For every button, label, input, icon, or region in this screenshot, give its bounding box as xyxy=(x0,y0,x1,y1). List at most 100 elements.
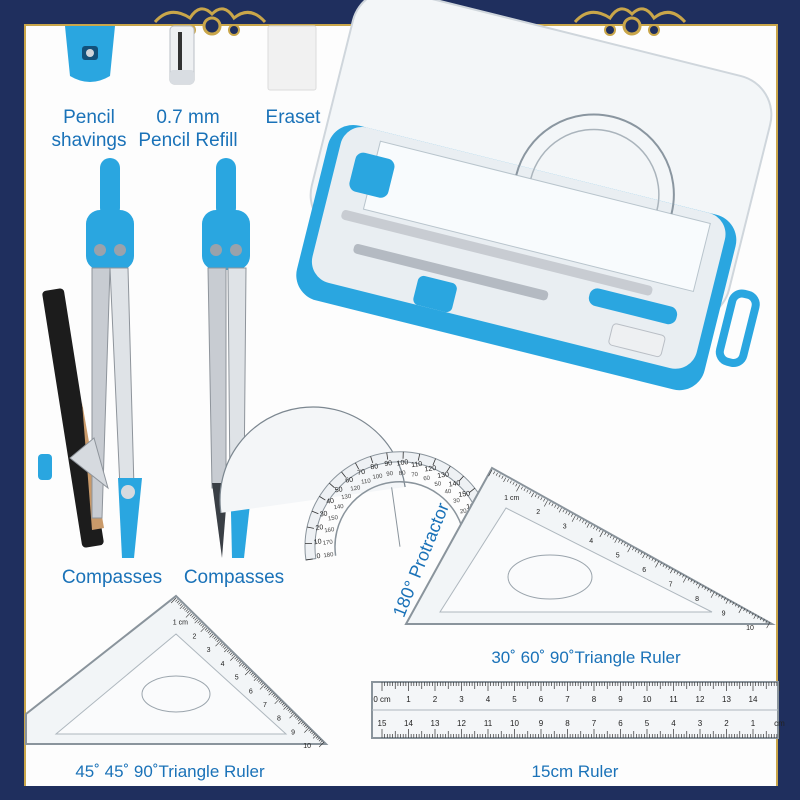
protractor-number: 100 xyxy=(396,459,409,468)
triangle-tick xyxy=(593,526,596,530)
protractor-tick xyxy=(329,482,335,489)
triangle-tick xyxy=(221,643,224,647)
ruler-number: 13 xyxy=(431,719,440,728)
triangle-tick xyxy=(243,665,246,669)
triangle-tick xyxy=(509,480,512,484)
ruler-number: 12 xyxy=(696,695,705,704)
triangle-tick xyxy=(249,671,252,674)
triangle-tick xyxy=(231,653,234,657)
triangle-tick xyxy=(300,721,304,725)
triangle-tick xyxy=(200,623,203,627)
protractor-number: 50 xyxy=(334,486,343,494)
triangle-tick xyxy=(296,717,300,720)
triangle-tick xyxy=(743,608,746,612)
triangle-number: 1 cm xyxy=(173,620,188,627)
triangle-tick xyxy=(182,606,186,609)
triangle-tick xyxy=(543,498,546,502)
ruler-number: 9 xyxy=(618,695,623,704)
pencil-refill-line1: 0.7 mm xyxy=(156,107,220,128)
triangle-tick xyxy=(187,610,190,614)
triangle-tick xyxy=(604,532,607,536)
triangle-number: 10 xyxy=(303,743,311,750)
triangle-tick xyxy=(582,520,585,523)
triangle-number: 10 xyxy=(746,625,754,632)
triangle-tick xyxy=(290,711,294,715)
protractor-number: 120 xyxy=(424,465,437,474)
triangle-tick xyxy=(676,571,679,575)
triangle-number: 5 xyxy=(616,553,620,560)
eraser-image xyxy=(267,25,317,91)
triangle-tick xyxy=(224,646,227,650)
triangle-tick xyxy=(682,576,687,583)
protractor-number: 40 xyxy=(444,489,452,496)
triangle-tick xyxy=(204,628,208,631)
triangle-tick xyxy=(520,486,523,490)
triangle-tick xyxy=(762,618,765,622)
triangle-tick xyxy=(701,585,704,589)
eraset-label: Eraset xyxy=(265,107,321,128)
triangle-tick xyxy=(229,652,233,656)
triangle-tick xyxy=(554,504,557,508)
protractor-number: 0 xyxy=(316,553,321,560)
ruler-number: 2 xyxy=(433,695,438,704)
protractor-number: 70 xyxy=(411,472,419,479)
ruler-15cm-label: 15cm Ruler xyxy=(531,762,619,781)
triangle-number: 9 xyxy=(291,729,295,736)
ruler-number: 13 xyxy=(722,695,731,704)
pencil-shavings-line1: Pencil xyxy=(63,107,115,128)
triangle-tick xyxy=(286,707,289,710)
triangle-number: 7 xyxy=(669,582,673,589)
triangle-tick xyxy=(526,489,529,493)
triangle-tick xyxy=(568,512,571,516)
triangle-number: 7 xyxy=(263,702,267,709)
triangle-tick xyxy=(609,535,612,539)
ruler-number: 7 xyxy=(592,719,597,728)
triangle-tick xyxy=(235,658,239,661)
triangle-number: 3 xyxy=(563,524,567,531)
triangle-tick xyxy=(228,651,231,654)
triangle-tick xyxy=(634,548,637,552)
triangle-tick xyxy=(289,710,292,713)
triangle-tick xyxy=(244,666,248,670)
protractor-number: 60 xyxy=(345,477,354,485)
ruler-number: 10 xyxy=(643,695,652,704)
triangle-tick xyxy=(241,664,245,667)
triangle-tick xyxy=(318,738,322,742)
triangle-tick xyxy=(206,629,209,633)
ruler-number: 0 cm xyxy=(373,695,391,704)
triangle-tick xyxy=(230,655,236,661)
triangle-tick xyxy=(253,676,258,681)
triangle-tick xyxy=(599,530,604,538)
triangle-tick xyxy=(252,674,255,677)
triangle-tick xyxy=(304,727,310,733)
triangle-tick xyxy=(626,544,629,548)
triangle-tick xyxy=(256,678,260,681)
triangle-number: 4 xyxy=(589,538,593,545)
triangle-tick xyxy=(648,556,651,560)
triangle-tick xyxy=(746,609,749,613)
triangle-tick xyxy=(302,723,305,726)
pencil-sharpener-image xyxy=(65,26,115,82)
triangle-tick xyxy=(189,613,193,617)
triangle-number: 1 cm xyxy=(504,495,519,502)
triangle-tick xyxy=(516,485,521,492)
triangle-tick xyxy=(170,597,177,604)
triangle-tick xyxy=(317,737,320,741)
triangle-tick xyxy=(234,656,237,660)
protractor-number: 110 xyxy=(361,478,372,485)
protractor-number: 90 xyxy=(384,460,393,468)
triangle-tick xyxy=(283,705,288,710)
triangle-tick xyxy=(315,736,319,739)
triangle-tick xyxy=(179,603,183,607)
triangle-tick xyxy=(715,592,718,596)
triangle-tick xyxy=(200,626,206,633)
triangle-tick xyxy=(729,600,732,604)
triangle-tick xyxy=(659,562,662,566)
protractor-number: 140 xyxy=(448,480,461,489)
triangle-tick xyxy=(295,715,298,719)
protractor-number: 80 xyxy=(370,463,379,471)
triangle-tick xyxy=(197,620,200,624)
triangle-tick xyxy=(738,606,743,614)
compasses-label-right: Compasses xyxy=(183,567,285,588)
